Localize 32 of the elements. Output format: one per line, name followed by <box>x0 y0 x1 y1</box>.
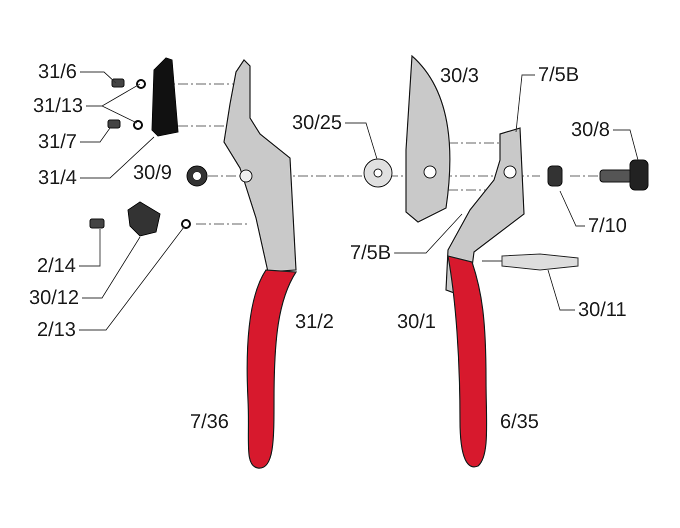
leader-line <box>80 136 154 178</box>
callout-number: 31/7 <box>38 132 77 152</box>
callout-number: 30/11 <box>578 300 627 320</box>
leader-line <box>80 72 116 84</box>
callout-number: 2/14 <box>37 256 76 276</box>
leader-line <box>394 214 462 254</box>
leader-line <box>86 106 138 124</box>
part-number: 7/36 <box>190 412 229 432</box>
leader-line <box>78 226 184 330</box>
leader-line <box>80 128 110 142</box>
leader-line <box>612 130 638 160</box>
leader-line <box>82 236 140 298</box>
leader-line <box>560 190 586 226</box>
callout-number: 2/13 <box>37 320 76 340</box>
callout-number: 31/13 <box>33 96 84 116</box>
callout-number: 7/5B <box>538 65 580 85</box>
leader-line <box>548 270 576 310</box>
callout-number: 30/8 <box>571 120 610 140</box>
leader-line <box>516 74 536 132</box>
callout-number: 7/5B <box>350 243 392 263</box>
callout-number: 30/12 <box>29 288 80 308</box>
callout-number: 30/25 <box>292 113 342 133</box>
part-number: 6/35 <box>500 412 539 432</box>
callout-number: 31/6 <box>38 62 77 82</box>
part-number: 30/1 <box>397 312 436 332</box>
part-number: 31/2 <box>295 312 334 332</box>
part-number: 30/3 <box>440 66 479 86</box>
callout-number: 7/10 <box>588 216 627 236</box>
leader-line <box>78 228 100 266</box>
part-number: 30/9 <box>133 163 172 183</box>
leader-line <box>344 122 378 160</box>
callout-number: 31/4 <box>38 168 77 188</box>
